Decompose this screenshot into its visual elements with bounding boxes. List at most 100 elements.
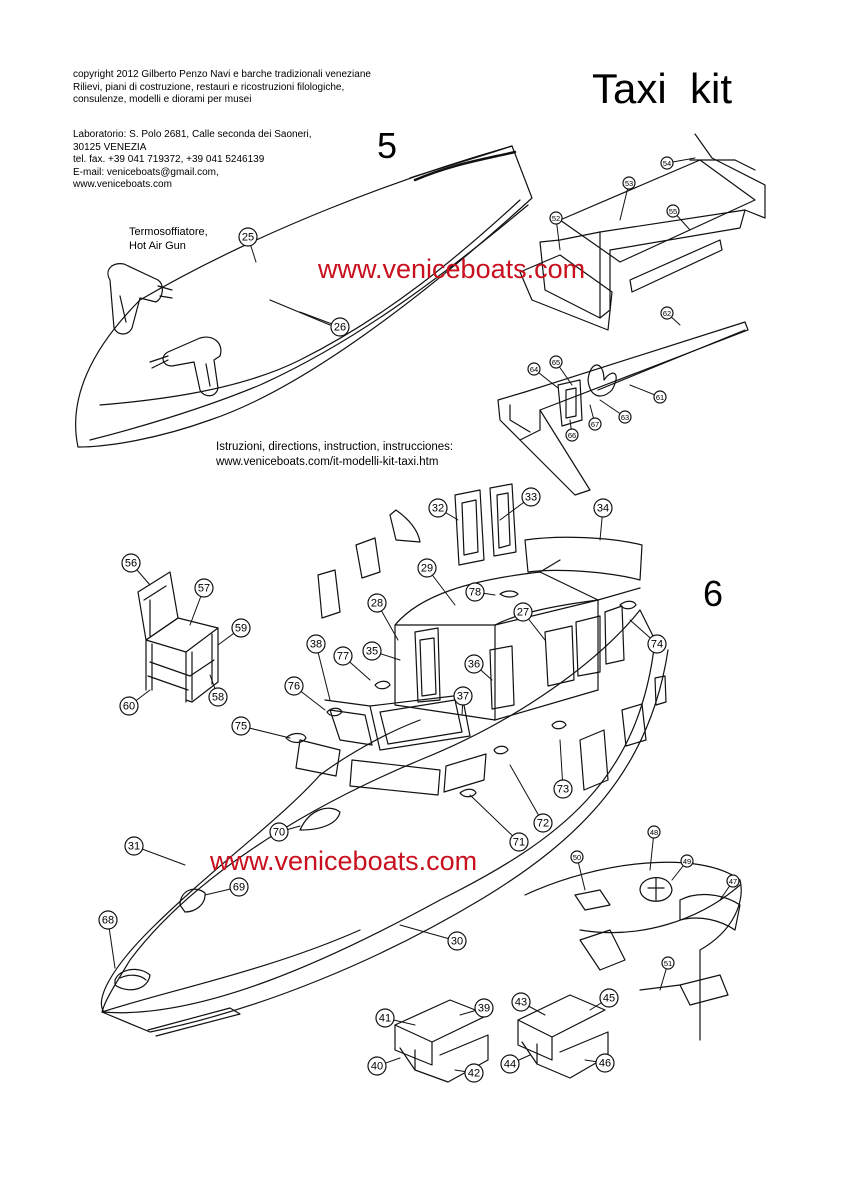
callout-number: 35 [366,646,378,658]
callout-65: 65 [549,355,573,386]
heat-gun-label-line: Termosoffiatore, [129,226,208,238]
callout-circle [500,1054,520,1074]
callout-layer: 2526525354556261636465666732333429782728… [98,156,740,1083]
callout-number: 26 [334,322,346,334]
callout-30: 30 [399,924,467,951]
callout-40: 40 [367,1056,401,1076]
callout-circle [367,1056,387,1076]
callout-63: 63 [599,399,632,424]
callout-66: 66 [565,419,579,442]
callout-circle [269,822,289,842]
callout-61: 61 [629,384,667,404]
callout-26: 26 [299,311,350,337]
callout-circle [549,211,563,225]
callout-circle [124,836,144,856]
callout-number: 71 [513,837,525,849]
callout-circle [333,646,353,666]
callout-circle [595,1053,615,1073]
callout-35: 35 [362,641,401,661]
callout-53: 53 [619,176,636,221]
callout-number: 52 [552,214,560,223]
callout-number: 44 [504,1059,516,1071]
callout-number: 67 [591,420,599,429]
bench-parts-43-46 [517,994,609,1079]
callout-circle [464,654,484,674]
callout-circle [660,306,674,320]
callout-circle [521,487,541,507]
callout-circle [417,558,437,578]
callout-36: 36 [464,654,493,681]
callout-number: 62 [663,309,671,318]
callout-number: 60 [123,701,135,713]
phone-line: tel. fax. +39 041 719372, +39 041 524613… [73,154,265,165]
fittings-drawing [179,590,637,913]
callout-number: 33 [525,492,537,504]
callout-27: 27 [513,602,546,641]
callout-circle [238,227,258,247]
callout-49: 49 [671,854,694,881]
callout-number: 57 [198,583,210,595]
callout-60: 60 [119,689,151,716]
cockpit-detail-drawing [524,861,742,1041]
callout-number: 68 [102,915,114,927]
callout-circle [599,988,619,1008]
copyright-block: copyright 2012 Gilberto Penzo Navi e bar… [73,69,371,107]
step-number-5: 5 [377,125,398,166]
callout-50: 50 [570,850,586,891]
callout-67: 67 [588,404,602,431]
callout-leader-line [399,924,458,942]
callout-25: 25 [238,227,258,263]
callout-73: 73 [553,739,573,799]
callout-circle [509,832,529,852]
callout-number: 42 [468,1068,480,1080]
callout-circle [511,992,531,1012]
cabin-drawing [295,536,643,796]
callout-46: 46 [584,1053,615,1073]
callout-circle [666,204,680,218]
boat-body-drawing [100,609,669,1037]
callout-circle [428,498,448,518]
callout-56: 56 [121,553,151,586]
callout-number: 72 [537,818,549,830]
instructions-url: www.veniceboats.com/it-modelli-kit-taxi.… [216,456,439,468]
callout-number: 50 [573,853,581,862]
callout-34: 34 [593,498,613,541]
callout-number: 70 [273,827,285,839]
callout-number: 37 [457,691,469,703]
callout-47: 47 [719,874,740,901]
laboratory-address: Laboratorio: S. Polo 2681, Calle seconda… [73,129,312,192]
callout-32: 32 [428,498,459,521]
callout-leader-line [315,643,331,701]
callout-51: 51 [659,956,675,991]
heat-gun-label: Termosoffiatore, Hot Air Gun [129,226,208,253]
callout-77: 77 [333,646,371,681]
callout-76: 76 [284,676,326,711]
callout-number: 45 [603,993,615,1005]
callout-circle [121,553,141,573]
callout-circle [453,686,473,706]
callout-number: 36 [468,659,480,671]
callout-71: 71 [469,794,529,852]
callout-number: 74 [651,639,663,651]
callout-circle [647,825,661,839]
callout-number: 43 [515,997,527,1009]
page-title: Taxi kit [592,65,733,112]
callout-number: 63 [621,413,629,422]
callout-number: 40 [371,1061,383,1073]
callout-leader-line [509,764,544,824]
callout-number: 78 [469,587,481,599]
callout-57: 57 [189,578,214,626]
callout-54: 54 [660,156,696,170]
instructions-note: Istruzioni, directions, instruction, ins… [216,440,453,470]
callout-circle [527,362,541,376]
callout-circle [622,176,636,190]
callout-number: 64 [530,365,538,374]
callout-number: 55 [669,207,677,216]
callout-number: 56 [125,558,137,570]
callout-circle [726,874,740,888]
callout-number: 34 [597,503,609,515]
callout-37: 37 [453,686,473,716]
callout-45: 45 [589,988,619,1011]
callout-circle [618,410,632,424]
callout-circle [362,641,382,661]
